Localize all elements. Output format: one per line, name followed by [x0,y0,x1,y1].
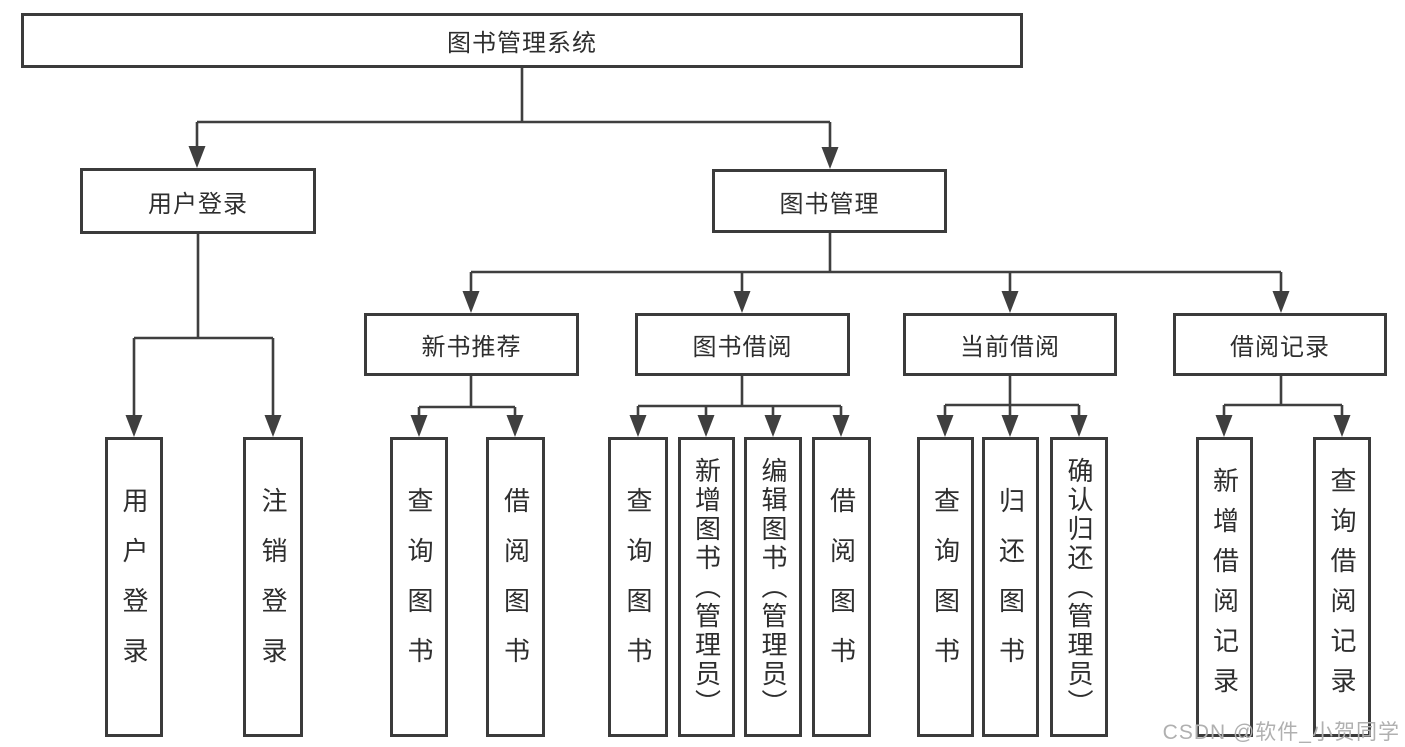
leaf-current-confirm-return-admin-label: 确认归还（管理员） [1064,456,1094,718]
leaf-current-query-books: 查询图书 [917,437,974,737]
node-new-book-recommend-label: 新书推荐 [421,334,522,361]
leaf-borrowing-edit-books-admin-label: 编辑图书（管理员） [758,456,788,718]
leaf-logout: 注销登录 [243,437,303,737]
leaf-user-login: 用户登录 [105,437,163,737]
arrowhead-icons [125,146,1351,437]
leaf-records-query-record: 查询借阅记录 [1313,437,1371,737]
node-root: 图书管理系统 [21,13,1023,68]
leaf-newbook-query-books-label: 查询图书 [404,487,434,687]
leaf-records-query-record-label: 查询借阅记录 [1327,467,1357,707]
leaf-logout-label: 注销登录 [258,487,288,687]
leaf-current-return-books-label: 归还图书 [995,487,1026,687]
leaf-newbook-query-books: 查询图书 [390,437,448,737]
leaf-user-login-label: 用户登录 [119,487,149,687]
leaf-borrowing-borrow-books-label: 借阅图书 [826,487,857,687]
node-current-borrowing: 当前借阅 [903,313,1117,376]
node-book-borrowing-label: 图书借阅 [692,334,793,361]
leaf-borrowing-add-books-admin-label: 新增图书（管理员） [691,456,722,718]
leaf-borrowing-add-books-admin: 新增图书（管理员） [678,437,735,737]
leaf-newbook-borrow-books: 借阅图书 [486,437,545,737]
leaf-current-confirm-return-admin: 确认归还（管理员） [1050,437,1108,737]
node-book-management-label: 图书管理 [779,190,880,218]
node-new-book-recommend: 新书推荐 [364,313,579,376]
leaf-borrowing-borrow-books: 借阅图书 [812,437,871,737]
node-book-management: 图书管理 [712,169,947,233]
node-user-login-label: 用户登录 [148,190,248,218]
leaf-newbook-borrow-books-label: 借阅图书 [500,487,531,687]
watermark: CSDN @软件_小贺同学 [1162,721,1400,744]
node-current-borrowing-label: 当前借阅 [960,334,1060,361]
leaf-borrowing-query-books-label: 查询图书 [623,487,653,687]
leaf-records-add-record: 新增借阅记录 [1196,437,1253,737]
leaf-borrowing-edit-books-admin: 编辑图书（管理员） [744,437,802,737]
leaf-borrowing-query-books: 查询图书 [608,437,668,737]
leaf-current-query-books-label: 查询图书 [930,487,961,687]
node-user-login: 用户登录 [80,168,316,234]
node-book-borrowing: 图书借阅 [635,313,850,376]
node-borrowing-records: 借阅记录 [1173,313,1387,376]
leaf-records-add-record-label: 新增借阅记录 [1209,467,1240,707]
connector-lines [132,68,1344,420]
node-root-label: 图书管理系统 [447,30,597,57]
node-borrowing-records-label: 借阅记录 [1230,334,1330,361]
leaf-current-return-books: 归还图书 [982,437,1039,737]
